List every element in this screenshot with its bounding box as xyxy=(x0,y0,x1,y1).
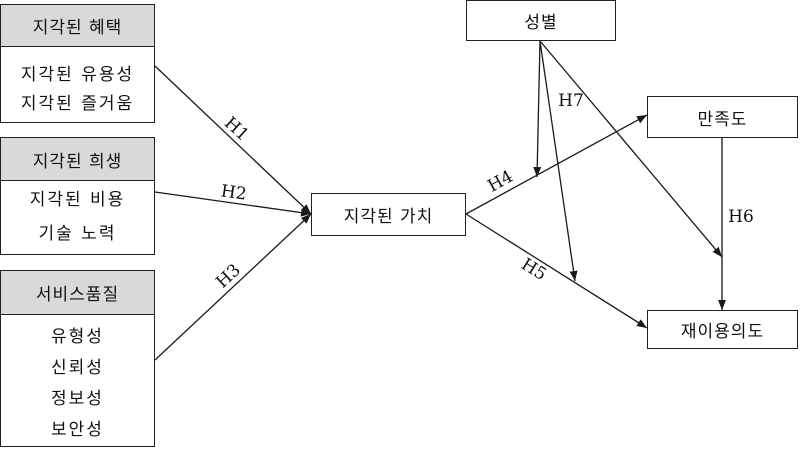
service-quality-item: 보안성 xyxy=(51,420,104,440)
satisfaction-label: 만족도 xyxy=(697,109,748,130)
service-quality-item: 신뢰성 xyxy=(51,358,104,378)
perceived-sacrifice-item: 지각된 비용 xyxy=(29,190,126,210)
edge-h1 xyxy=(154,65,312,215)
label-h1: H1 xyxy=(220,113,252,145)
perceived-value-label: 지각된 가치 xyxy=(343,207,434,227)
edge-h5 xyxy=(465,213,648,329)
label-h5: H5 xyxy=(517,254,549,285)
label-h6: H6 xyxy=(728,207,754,227)
satisfaction-node: 만족도 xyxy=(647,96,798,138)
perceived-sacrifice-box: 지각된 희생 지각된 비용 기술 노력 xyxy=(0,137,155,255)
gender-label: 성별 xyxy=(524,13,558,33)
service-quality-item: 정보성 xyxy=(51,389,104,409)
service-quality-box: 서비스품질 유형성 신뢰성 정보성 보안성 xyxy=(0,270,155,447)
perceived-benefit-title: 지각된 혜택 xyxy=(1,5,154,47)
label-h2: H2 xyxy=(220,181,248,204)
edge-h2 xyxy=(154,191,312,217)
label-h7: H7 xyxy=(558,91,584,111)
perceived-benefit-item: 지각된 유용성 xyxy=(20,65,135,85)
reuse-intention-label: 재이용의도 xyxy=(680,322,765,342)
perceived-sacrifice-item: 기술 노력 xyxy=(38,224,117,244)
edge-h4 xyxy=(465,114,648,215)
edge-h3 xyxy=(154,213,312,361)
label-h3: H3 xyxy=(212,260,244,292)
service-quality-item: 유형성 xyxy=(51,327,104,347)
perceived-value-node: 지각된 가치 xyxy=(311,193,466,236)
label-h4: H4 xyxy=(485,167,517,197)
reuse-intention-node: 재이용의도 xyxy=(647,310,798,349)
edge-h7 xyxy=(539,40,723,258)
service-quality-title: 서비스품질 xyxy=(1,271,154,315)
gender-node: 성별 xyxy=(466,0,616,41)
perceived-sacrifice-title: 지각된 희생 xyxy=(1,138,154,181)
edge-gender-to-h4 xyxy=(533,40,542,178)
edge-gender-to-h5 xyxy=(539,40,578,282)
perceived-benefit-box: 지각된 혜택 지각된 유용성 지각된 즐거움 xyxy=(0,4,155,123)
perceived-benefit-item: 지각된 즐거움 xyxy=(20,94,135,114)
